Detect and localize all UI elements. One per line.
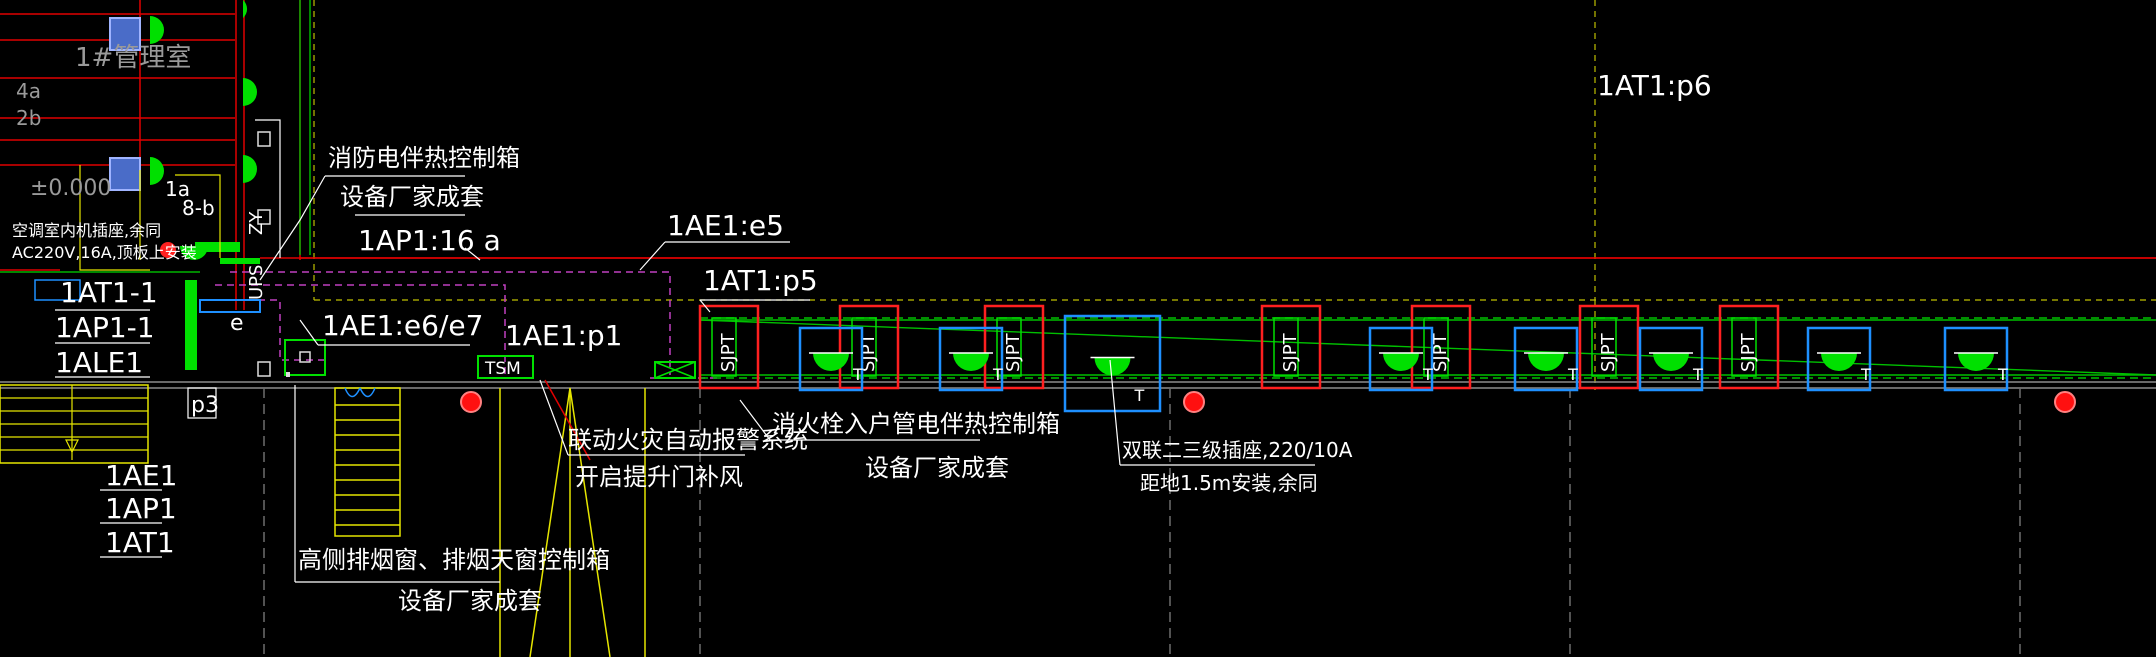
stair (334, 387, 646, 657)
circuit-ae1-e5: 1AE1:e5 (667, 209, 784, 242)
socket-icon (243, 78, 257, 106)
socket-box: T (1806, 326, 1872, 392)
double-socket-icon (1383, 353, 1419, 371)
socket-t-label: T (1134, 386, 1145, 405)
ac-note-line1: 空调室内机插座,余同 (12, 221, 161, 240)
double-socket-icon (1958, 353, 1994, 371)
panel-ap1: 1AP1 (105, 492, 177, 525)
socket-box: T (798, 326, 864, 392)
double-socket-icon (1821, 353, 1857, 371)
double-socket-icon (1528, 353, 1564, 371)
circuit-at1-p6: 1AT1:p6 (1597, 69, 1712, 102)
hydrant-label: 消火栓入户管电伴热控制箱 (772, 410, 1060, 438)
floor-lines (0, 381, 2156, 657)
ac-unit-top (109, 17, 141, 51)
hydrant-sub: 设备厂家成套 (865, 454, 1009, 482)
socket-icon (243, 0, 248, 18)
socket-t-label: T (1860, 365, 1871, 384)
sjpt-box: SJPT (1718, 304, 1780, 390)
elevation-label: ±0.000 (30, 176, 111, 201)
sjpt-box: SJPT (1578, 304, 1640, 390)
sjpt-box: SJPT (1260, 304, 1322, 390)
green-wall-lines (0, 0, 311, 273)
panel-ap1-1: 1AP1-1 (55, 311, 155, 344)
p3-label: p3 (191, 393, 219, 418)
wall-lines (0, 0, 2156, 310)
double-socket-icon (1094, 357, 1131, 376)
alarm-icon (2054, 391, 2076, 413)
sjpt-box: SJPT (983, 304, 1045, 390)
red-alarm-icon (160, 242, 176, 258)
circuit-ap1-16a: 1AP1:16 a (358, 224, 501, 257)
ups-label: UPS (246, 265, 267, 300)
socket-icon (243, 155, 257, 183)
dashed-room-lines (313, 0, 2156, 390)
fire-alarm-label: 联动火灾自动报警系统 (568, 426, 808, 454)
circuit-label-1a: 1a (165, 177, 190, 201)
circuit-label-4a: 4a (16, 79, 41, 103)
smoke-box-sub: 设备厂家成套 (398, 587, 542, 615)
socket-note-label: 双联二三级插座,220/10A (1122, 438, 1353, 462)
sjpt-label: SJPT (1738, 332, 1759, 372)
panel-ale1: 1ALE1 (55, 346, 143, 379)
room-name-label: 1#管理室 (75, 43, 191, 73)
socket-box: T (938, 326, 1004, 392)
panel-ae1: 1AE1 (105, 459, 177, 492)
circuit-label-8b: 8-b (182, 196, 215, 220)
socket-t-label: T (852, 365, 863, 384)
sjpt-box: SJPT (698, 304, 760, 390)
circuit-ae1-e6e7: 1AE1:e6/e7 (322, 309, 483, 342)
socket-box: T (1063, 314, 1162, 413)
socket-t-label: T (1422, 365, 1433, 384)
socket-box: T (1513, 326, 1579, 392)
circuit-at1-p5: 1AT1:p5 (703, 264, 818, 297)
sjpt-label: SJPT (1003, 332, 1024, 372)
fire-alarm-sub: 开启提升门补风 (575, 463, 743, 491)
fire-heat-box-label: 消防电伴热控制箱 (328, 144, 520, 172)
sjpt-box: SJPT (1410, 304, 1472, 390)
fire-heat-box-sub: 设备厂家成套 (340, 183, 484, 211)
socket-t-label: T (1997, 365, 2008, 384)
double-socket-icon (1653, 353, 1689, 371)
ac-unit-mid (109, 157, 141, 191)
sjpt-label: SJPT (1280, 332, 1301, 372)
alarm-icon (1183, 391, 1205, 413)
equipment-left (0, 0, 326, 464)
circuit-label-2b: 2b (16, 106, 41, 130)
socket-icon (150, 157, 164, 185)
socket-boxes: T T T T T T T T (798, 314, 2009, 413)
tsm-label: TSM (484, 359, 521, 379)
socket-t-label: T (1567, 365, 1578, 384)
socket-box: T (1943, 326, 2009, 392)
e-mark: e (230, 311, 244, 336)
tsm-device (477, 355, 696, 461)
leader-lines (55, 175, 1315, 583)
socket-icon (150, 16, 164, 44)
ac-note-line2: AC220V,16A,顶板上安装 (12, 243, 197, 262)
sjpt-label: SJPT (718, 332, 739, 372)
socket-t-label: T (1692, 365, 1703, 384)
panel-at1-1: 1AT1-1 (60, 276, 158, 309)
socket-note-sub: 距地1.5m安装,余同 (1140, 471, 1318, 495)
double-socket-icon (813, 353, 849, 371)
sjpt-label: SJPT (1430, 332, 1451, 372)
double-socket-icon (953, 353, 989, 371)
smoke-box-label: 高侧排烟窗、排烟天窗控制箱 (298, 546, 610, 574)
alarm-dots (460, 391, 2076, 413)
alarm-icon (460, 391, 482, 413)
panel-at1: 1AT1 (105, 526, 175, 559)
circuit-ae1-p1: 1AE1:p1 (505, 319, 623, 352)
sjpt-label: SJPT (1598, 332, 1619, 372)
magenta-wiring (210, 271, 720, 379)
socket-box: T (1638, 326, 1704, 392)
socket-t-label: T (992, 365, 1003, 384)
zy-label: ZY (246, 211, 267, 235)
socket-box: T (1368, 326, 1434, 392)
